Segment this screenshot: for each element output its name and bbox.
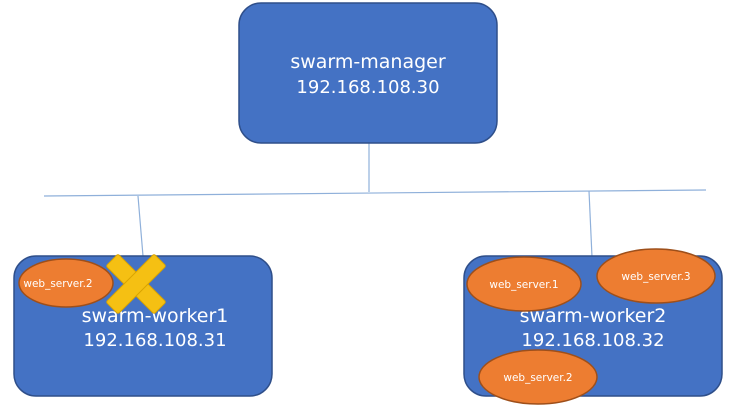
node-ip: 192.168.108.31 bbox=[83, 330, 226, 351]
replica-web-server-3[interactable]: web_server.3 bbox=[596, 248, 716, 304]
node-title: swarm-worker2 bbox=[520, 305, 667, 327]
node-swarm-manager[interactable]: swarm-manager 192.168.108.30 bbox=[238, 2, 498, 144]
node-title: swarm-manager bbox=[290, 51, 446, 73]
replica-label: web_server.3 bbox=[621, 271, 690, 283]
worker2-link bbox=[588, 190, 593, 258]
network-links bbox=[43, 143, 707, 258]
node-ip: 192.168.108.30 bbox=[296, 77, 439, 98]
worker1-link bbox=[137, 195, 144, 257]
replica-label: web_server.2 bbox=[23, 278, 92, 290]
replica-web-server-2[interactable]: web_server.2 bbox=[478, 349, 598, 405]
node-ip: 192.168.108.32 bbox=[521, 330, 664, 351]
replica-web-server-1[interactable]: web_server.1 bbox=[466, 256, 582, 312]
replica-label: web_server.1 bbox=[489, 279, 558, 291]
replica-web-server-2-failed[interactable]: web_server.2 bbox=[18, 258, 114, 308]
replica-label: web_server.2 bbox=[503, 372, 572, 384]
network-bus bbox=[43, 189, 707, 197]
failure-x-icon bbox=[106, 254, 166, 314]
